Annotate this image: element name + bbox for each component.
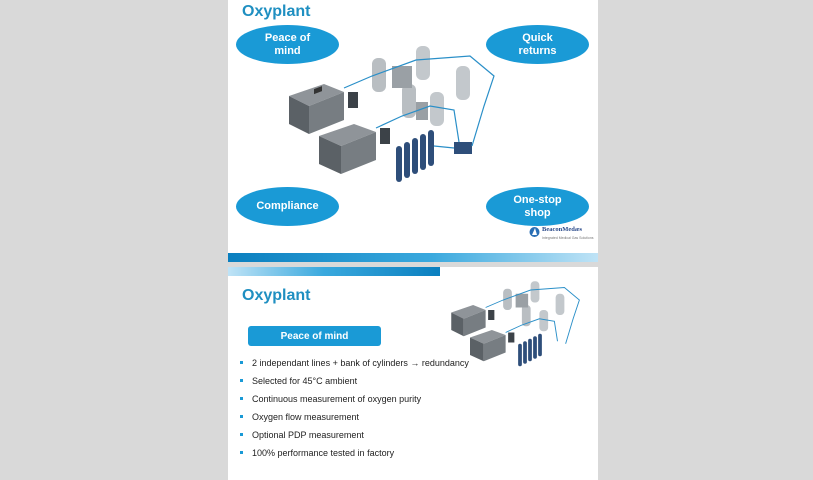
footer-bar xyxy=(228,253,598,262)
bubble-label: Peace of mind xyxy=(264,31,311,57)
list-item: 100% performance tested in factory xyxy=(240,447,469,465)
beaconmedaes-logo-icon xyxy=(529,227,540,237)
logo-wordmark: BeaconMedæs xyxy=(542,226,583,233)
plant-illustration xyxy=(289,46,495,182)
list-item: 2 independant lines + bank of cylinders … xyxy=(240,357,469,375)
slide-1: Oxyplant Peace of mind Quick returns Com… xyxy=(228,0,598,262)
header-bar xyxy=(228,267,440,276)
slide-title: Oxyplant xyxy=(242,287,311,304)
list-item: Selected for 45°C ambient xyxy=(240,375,469,393)
list-item: Continuous measurement of oxygen purity xyxy=(240,393,469,411)
plant-illustration xyxy=(451,281,580,367)
section-label: Peace of mind xyxy=(248,326,381,346)
bubble-compliance: Compliance xyxy=(236,187,339,226)
list-item: Optional PDP measurement xyxy=(240,429,469,447)
bubble-label: Compliance xyxy=(256,200,319,212)
bubble-label: Quick returns xyxy=(518,31,557,57)
bubble-peace-of-mind: Peace of mind xyxy=(236,25,339,64)
slide-title: Oxyplant xyxy=(242,3,311,20)
bullet-list: 2 independant lines + bank of cylinders … xyxy=(240,357,469,465)
list-item: Oxygen flow measurement xyxy=(240,411,469,429)
bubble-quick-returns: Quick returns xyxy=(486,25,589,64)
logo-tagline: Integrated Medical Gas Solutions xyxy=(542,236,594,240)
bubble-label: One-stop shop xyxy=(513,193,562,219)
slide-2: Oxyplant Peace of mind 2 independant lin… xyxy=(228,267,598,480)
bubble-one-stop-shop: One-stop shop xyxy=(486,187,589,226)
